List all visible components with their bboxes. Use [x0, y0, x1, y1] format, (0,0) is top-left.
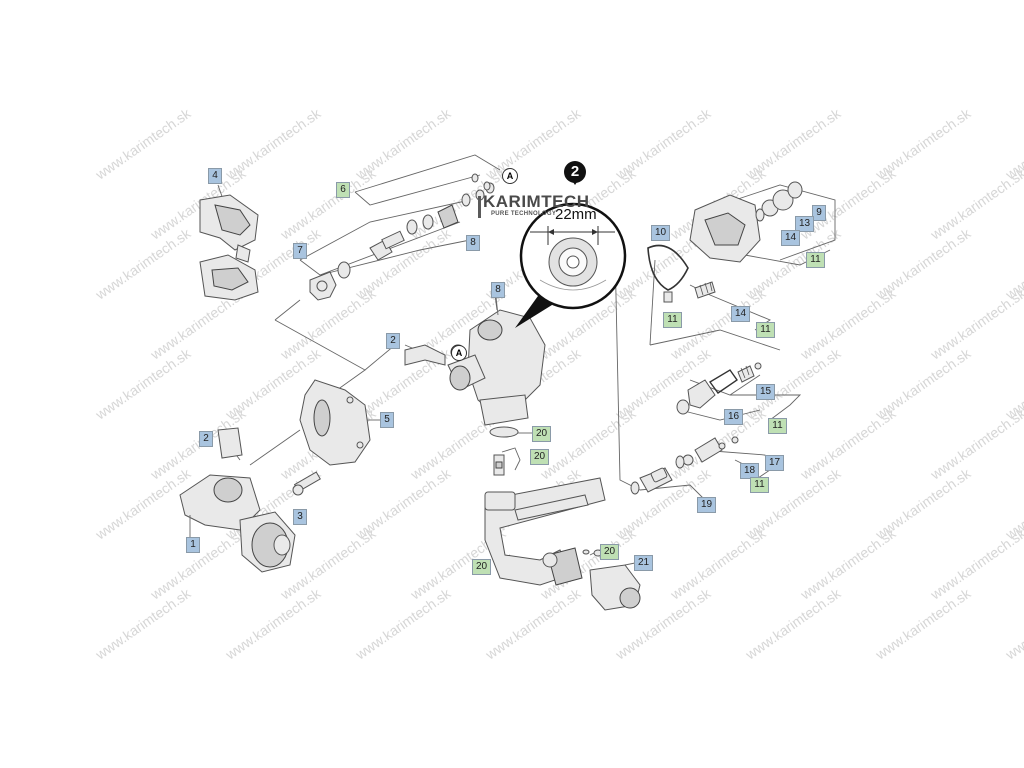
karimtech-logo: KARIMTECH PURE TECHNOLOGY: [478, 192, 598, 225]
callout-14: 14: [781, 230, 800, 246]
part-2-bracket-upper: [404, 344, 446, 366]
logo-brand: KARIMTECH: [483, 192, 590, 211]
callout-20: 20: [472, 559, 491, 575]
watermark-text: www.karimtech.sk: [872, 585, 975, 664]
watermark-text: www.karimtech.sk: [927, 525, 1024, 604]
watermark-text: www.karimtech.sk: [927, 165, 1024, 244]
callout-20: 20: [532, 426, 551, 442]
callout-3: 3: [293, 509, 307, 525]
spring-14: [694, 281, 716, 299]
pin-8: [495, 296, 499, 316]
detail-view-22mm: [515, 202, 627, 328]
callout-11: 11: [750, 477, 769, 493]
part-1-base-filter: [179, 474, 296, 573]
parts: [179, 173, 803, 611]
part-3-screw: [292, 471, 321, 496]
step-badge-number: 2: [570, 163, 580, 180]
callout-8: 8: [466, 235, 480, 251]
callout-11: 11: [806, 252, 825, 268]
pipe-assembly: [484, 477, 641, 611]
part-5-housing: [299, 379, 371, 466]
valve-15-16: [676, 362, 762, 415]
callout-5: 5: [380, 412, 394, 428]
callout-4: 4: [208, 168, 222, 184]
watermark-text: www.karimtech.sk: [1002, 585, 1024, 664]
pin-10: [663, 291, 673, 303]
callout-1: 1: [186, 537, 200, 553]
small-valve-20: [493, 454, 505, 476]
callout-20: 20: [600, 544, 619, 560]
part-4-clips: [199, 194, 259, 301]
watermark-text: www.karimtech.sk: [927, 405, 1024, 484]
watermark-text: www.karimtech.sk: [92, 585, 195, 664]
callout-6: 6: [336, 182, 350, 198]
o-ring-20: [489, 426, 519, 438]
callout-11: 11: [768, 418, 787, 434]
dimension-label: 22mm: [555, 206, 597, 223]
part-7-valve-assembly: [309, 173, 495, 301]
callout-15: 15: [756, 384, 775, 400]
callout-10: 10: [651, 225, 670, 241]
callout-20: 20: [530, 449, 549, 465]
callout-17: 17: [765, 455, 784, 471]
step-badge: [564, 161, 586, 185]
callout-14: 14: [731, 306, 750, 322]
callout-18: 18: [740, 463, 759, 479]
watermark-text: www.karimtech.sk: [927, 285, 1024, 364]
callout-8: 8: [491, 282, 505, 298]
callout-2: 2: [199, 431, 213, 447]
valve-19: [630, 455, 685, 495]
callout-21: 21: [634, 555, 653, 571]
callout-7: 7: [293, 243, 307, 259]
callout-19: 19: [697, 497, 716, 513]
callout-13: 13: [795, 216, 814, 232]
callout-11: 11: [663, 312, 682, 328]
pump-head-right: [689, 181, 803, 263]
callout-16: 16: [724, 409, 743, 425]
callout-9: 9: [812, 205, 826, 221]
part-2-bracket-lower: [217, 427, 243, 459]
inlet-marker-center: A: [451, 345, 467, 361]
logo-tagline: PURE TECHNOLOGY: [491, 211, 557, 217]
logo-accent: [478, 196, 481, 218]
callout-2: 2: [386, 333, 400, 349]
inlet-marker-top: A: [502, 168, 518, 184]
part-10-gasket: [647, 244, 689, 291]
callout-11: 11: [756, 322, 775, 338]
